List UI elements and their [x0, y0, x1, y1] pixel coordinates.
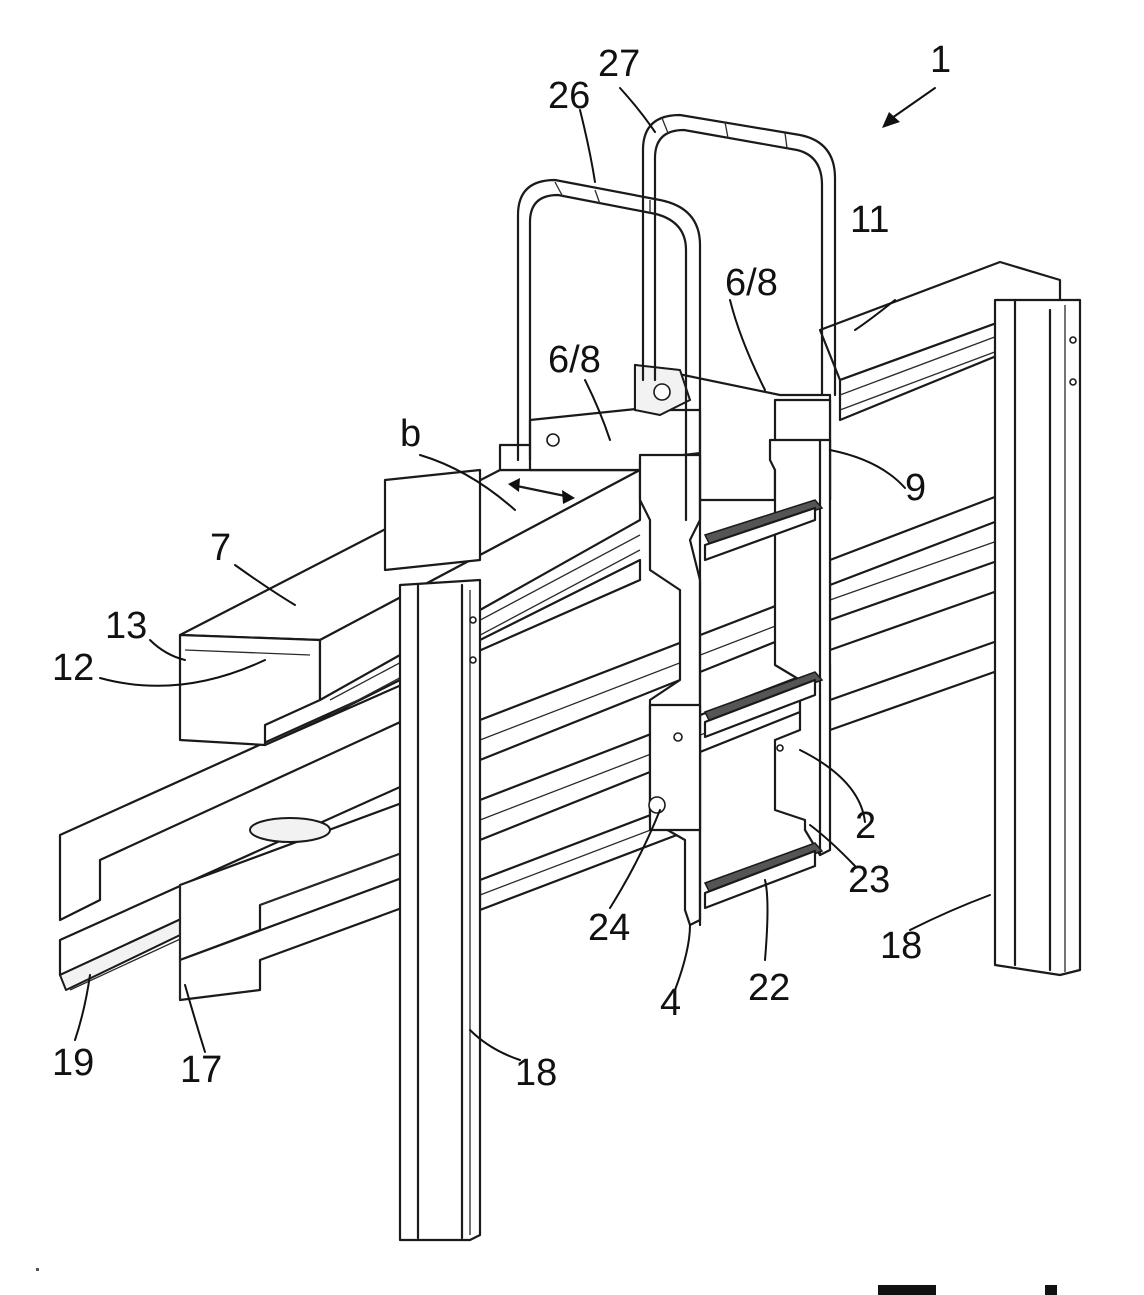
pivot-24: [649, 797, 665, 813]
label-7: 7: [210, 527, 231, 569]
label-13: 13: [105, 605, 147, 647]
label-1: 1: [930, 39, 951, 81]
label-18-front: 18: [515, 1052, 557, 1094]
label-23: 23: [848, 859, 890, 901]
label-6-8-right: 6/8: [725, 262, 778, 304]
lower-beam-17: [180, 800, 410, 1000]
label-18-rear: 18: [880, 925, 922, 967]
label-27: 27: [598, 43, 640, 85]
label-4: 4: [660, 982, 681, 1024]
label-24: 24: [588, 907, 630, 949]
label-22: 22: [748, 967, 790, 1009]
label-11: 11: [850, 199, 889, 241]
label-26: 26: [548, 75, 590, 117]
label-9: 9: [905, 467, 926, 509]
label-b: b: [400, 413, 421, 455]
label-19: 19: [52, 1042, 94, 1084]
post-18-front: [400, 580, 480, 1240]
handle-27: [643, 115, 835, 395]
label-17: 17: [180, 1049, 222, 1091]
label-2: 2: [855, 805, 876, 847]
post-18-rear: [995, 300, 1080, 975]
label-6-8-left: 6/8: [548, 339, 601, 381]
footer-mark: [36, 1268, 1057, 1295]
label-12: 12: [52, 647, 94, 689]
